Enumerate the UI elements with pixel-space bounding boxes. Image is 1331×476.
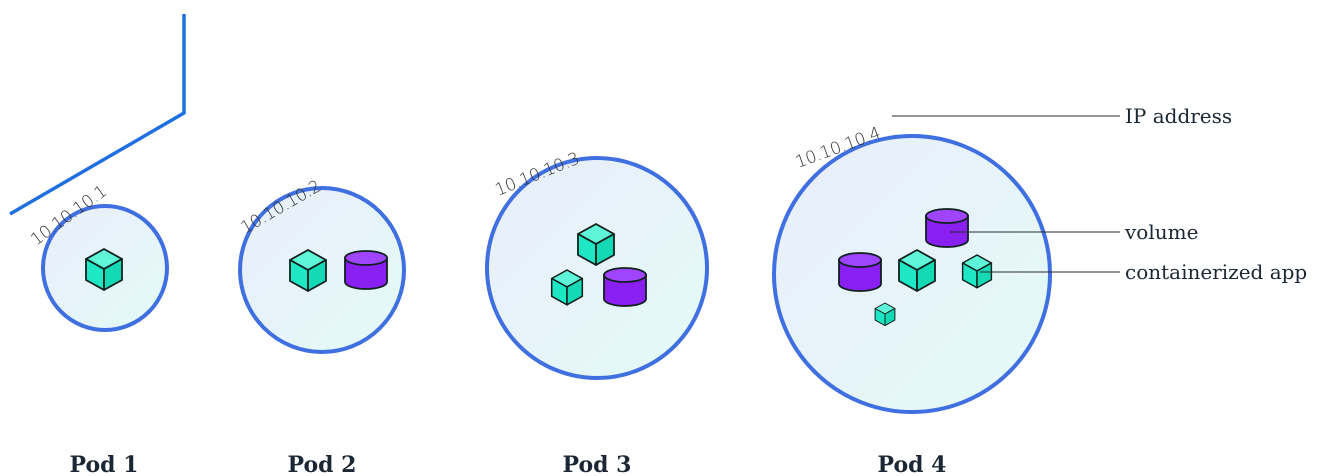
container-cube-icon	[85, 248, 123, 291]
container-cube-icon	[874, 302, 896, 327]
accent-line	[9, 14, 186, 216]
volume-cylinder-icon	[603, 267, 647, 307]
volume-cylinder-icon	[344, 250, 388, 290]
container-cube-icon	[898, 249, 936, 292]
volume-cylinder-icon	[838, 252, 882, 292]
container-cube-icon	[577, 223, 615, 266]
pod-label: Pod 3	[563, 452, 632, 476]
volume-cylinder-icon	[925, 208, 969, 248]
container-cube-icon	[550, 269, 584, 306]
pod-1: 10.10.10.1 Pod 1	[27, 182, 169, 476]
pod-label: Pod 4	[878, 452, 947, 476]
pod-4: 10.10.10.4 Pod 4	[772, 123, 1052, 476]
container-cube-icon	[289, 249, 327, 292]
legend-ip-address: IP address	[1125, 104, 1232, 128]
legend-volume: volume	[1124, 220, 1198, 244]
pod-label: Pod 1	[70, 452, 139, 476]
pod-label: Pod 2	[288, 452, 357, 476]
pod-2: 10.10.10.2 Pod 2	[238, 177, 406, 476]
pod-3: 10.10.10.3 Pod 3	[485, 149, 709, 476]
pod-circle	[485, 156, 709, 380]
legend-containerized-app: containerized app	[1125, 260, 1307, 284]
container-cube-icon	[961, 254, 993, 289]
